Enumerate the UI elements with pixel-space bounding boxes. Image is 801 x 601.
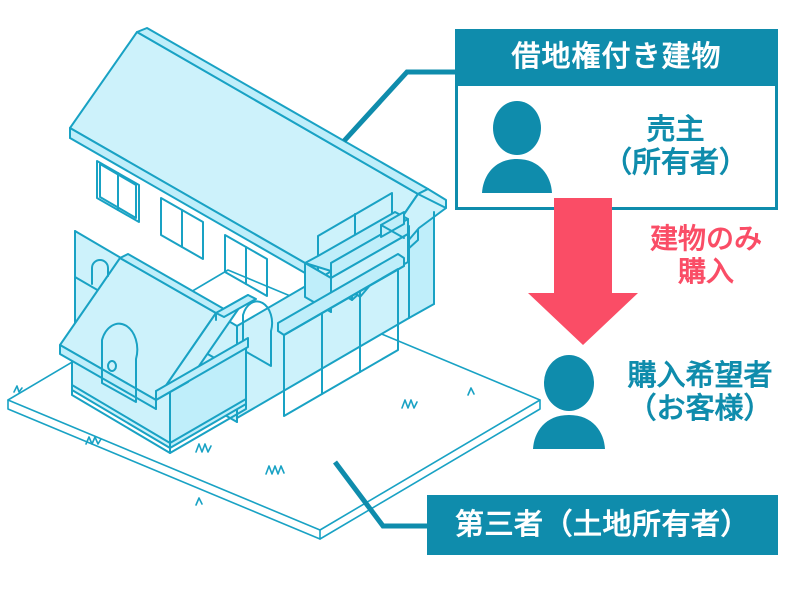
buyer-label-line2: （お客様） bbox=[627, 393, 773, 426]
purchase-caption: 建物のみ 購入 bbox=[620, 222, 792, 288]
bottom-label-text: 第三者（土地所有者） bbox=[454, 508, 750, 541]
seller-card: 売主 （所有者） bbox=[455, 86, 778, 210]
purchase-caption-line1: 建物のみ bbox=[649, 223, 762, 254]
purchase-caption-line2: 購入 bbox=[677, 256, 734, 288]
leader-line-ground-to-bottom-box bbox=[333, 460, 430, 529]
grass-tufts bbox=[13, 385, 475, 506]
top-label-box: 借地権付き建物 bbox=[455, 29, 778, 86]
garage-door bbox=[277, 253, 405, 417]
buyer-label-line1: 購入希望者 bbox=[627, 360, 773, 392]
person-icon bbox=[533, 355, 605, 449]
person-icon bbox=[458, 100, 576, 193]
leader-line-roof-to-top-box bbox=[342, 69, 458, 143]
buyer-label: 購入希望者 （お客様） bbox=[600, 360, 800, 426]
entry-porch bbox=[59, 253, 257, 454]
bottom-label-box: 第三者（土地所有者） bbox=[427, 495, 778, 555]
seller-role-line2: （所有者） bbox=[602, 146, 748, 179]
seller-role-label: 売主 （所有者） bbox=[576, 114, 775, 179]
seller-role-line1: 売主 bbox=[646, 114, 705, 147]
roof-vent bbox=[91, 259, 109, 285]
second-floor-windows bbox=[96, 160, 268, 297]
side-arched-window bbox=[242, 300, 274, 367]
down-arrow-icon bbox=[528, 198, 638, 345]
top-label-text: 借地権付き建物 bbox=[511, 41, 722, 73]
